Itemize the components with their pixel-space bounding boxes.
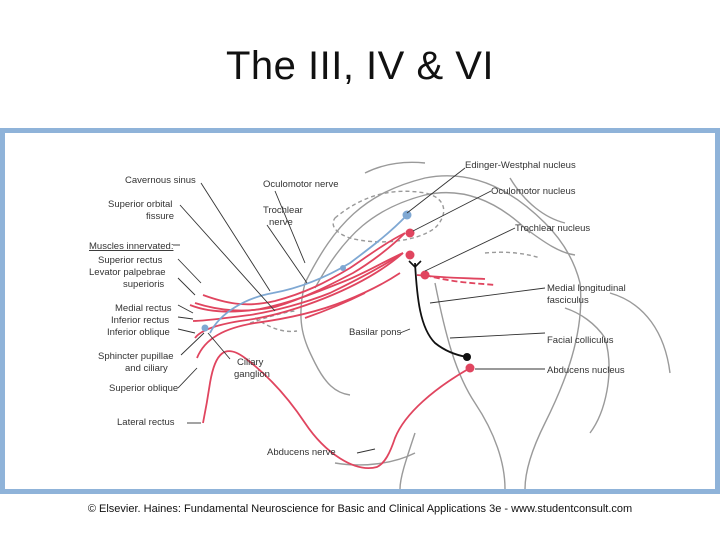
anatomy-outlines <box>249 161 671 489</box>
label-fissure: fissure <box>146 211 174 222</box>
abducens-nucleus-dot <box>465 363 475 373</box>
figure-panel: Cavernous sinus Superior orbital fissure… <box>5 133 715 489</box>
trochlear-nucleus-dot <box>420 270 430 280</box>
edinger-westphal-dot <box>402 210 412 220</box>
label-abducens-nucleus: Abducens nucleus <box>547 365 625 376</box>
label-facial-colliculus: Facial colliculus <box>547 335 614 346</box>
label-oculomotor-nerve: Oculomotor nerve <box>263 179 339 190</box>
figure-frame: Cavernous sinus Superior orbital fissure… <box>0 128 720 494</box>
label-oculomotor-nucleus: Oculomotor nucleus <box>491 186 576 197</box>
leader-lines <box>173 167 546 454</box>
red-nerve-paths <box>189 232 496 469</box>
label-mlf: Medial longitudinal <box>547 283 626 294</box>
nuclei <box>201 210 475 373</box>
label-lateral-rectus: Lateral rectus <box>117 417 175 428</box>
oculomotor-nucleus-dot-2 <box>405 250 415 260</box>
label-cavernous-sinus: Cavernous sinus <box>125 175 196 186</box>
mlf-fork <box>408 260 422 269</box>
label-medial-rectus: Medial rectus <box>115 303 172 314</box>
label-ganglion: ganglion <box>234 369 270 380</box>
oculomotor-nucleus-dot <box>405 228 415 238</box>
slide-title: The III, IV & VI <box>225 44 495 88</box>
cavernous-blue-dot <box>340 265 346 271</box>
label-and-ciliary: and ciliary <box>125 363 168 374</box>
label-basilar-pons: Basilar pons <box>349 327 402 338</box>
label-superior-oblique: Superior oblique <box>109 383 178 394</box>
label-trochlear-nucleus: Trochlear nucleus <box>515 223 590 234</box>
ciliary-ganglion-dot <box>201 324 209 332</box>
label-sphincter: Sphincter pupillae <box>98 351 174 362</box>
blue-nerve-paths <box>209 214 408 334</box>
mlf-path <box>414 262 468 358</box>
label-superioris: superioris <box>123 279 164 290</box>
label-trochlear-nerve: nerve <box>269 217 293 228</box>
label-muscles-innervated: Muscles innervated: <box>89 241 173 252</box>
label-fasciculus: fasciculus <box>547 295 589 306</box>
label-ciliary: Ciliary <box>237 357 264 368</box>
label-trochlear: Trochlear <box>263 205 303 216</box>
label-inferior-oblique: Inferior oblique <box>107 327 170 338</box>
label-abducens-nerve: Abducens nerve <box>267 447 336 458</box>
label-levator: Levator palpebrae <box>89 267 166 278</box>
label-inferior-rectus: Inferior rectus <box>111 315 169 326</box>
label-edinger-westphal: Edinger-Westphal nucleus <box>465 160 576 171</box>
label-superior-rectus: Superior rectus <box>98 255 163 266</box>
nerve-diagram: Cavernous sinus Superior orbital fissure… <box>89 160 671 489</box>
label-superior-orbital: Superior orbital <box>108 199 172 210</box>
diagram-labels: Cavernous sinus Superior orbital fissure… <box>89 160 626 458</box>
copyright-credit: © Elsevier. Haines: Fundamental Neurosci… <box>87 503 633 515</box>
